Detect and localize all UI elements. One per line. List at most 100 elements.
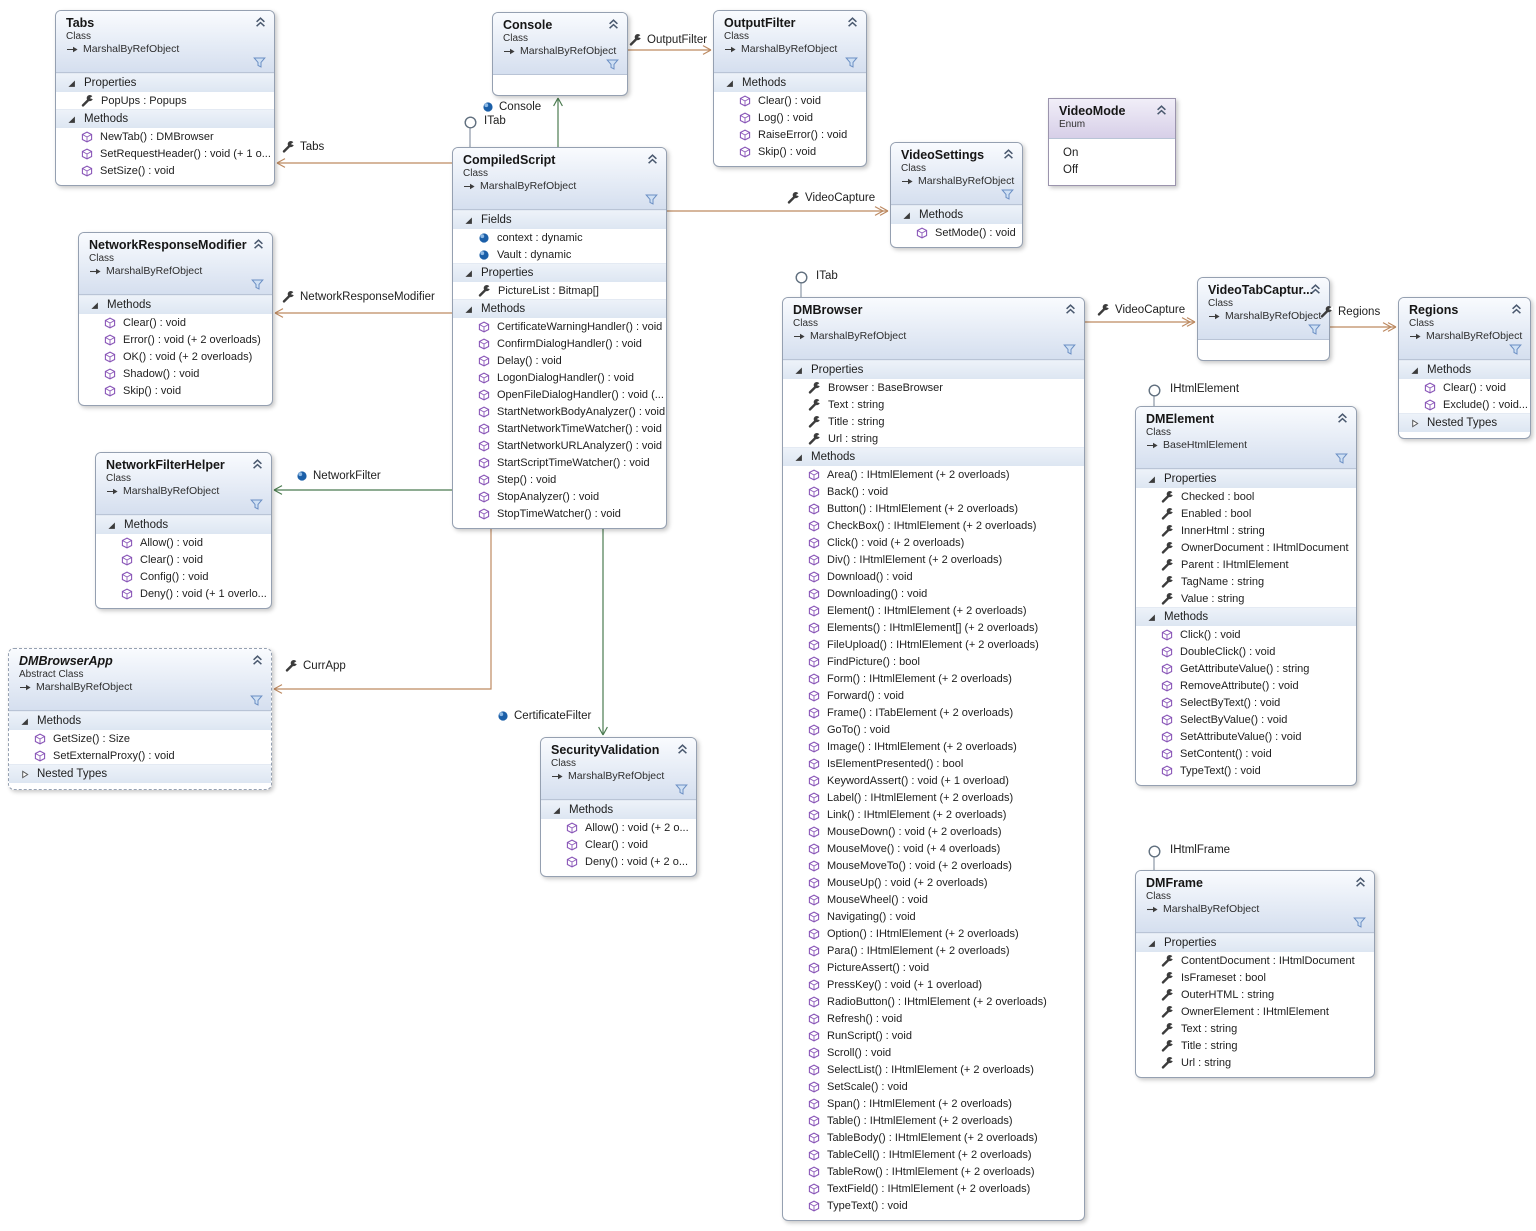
section-properties[interactable]: Properties xyxy=(783,360,1084,379)
member-row[interactable]: Deny() : void (+ 2 o... xyxy=(541,853,696,870)
interface-lollipop-icon[interactable] xyxy=(464,116,477,129)
member-row[interactable]: Elements() : IHtmlElement[] (+ 2 overloa… xyxy=(783,619,1084,636)
section-properties[interactable]: Properties xyxy=(1136,469,1356,488)
collapse-chevron-icon[interactable] xyxy=(1156,105,1167,116)
member-row[interactable]: PopUps : Popups xyxy=(56,92,274,109)
member-row[interactable]: TypeText() : void xyxy=(1136,762,1356,779)
filter-icon[interactable] xyxy=(253,57,266,69)
member-row[interactable]: MouseWheel() : void xyxy=(783,891,1084,908)
filter-icon[interactable] xyxy=(606,59,619,71)
member-row[interactable]: FindPicture() : bool xyxy=(783,653,1084,670)
interface-lollipop-icon[interactable] xyxy=(1148,845,1161,858)
enum-value[interactable]: On xyxy=(1063,147,1079,159)
section-methods[interactable]: Methods xyxy=(1399,360,1530,379)
member-row[interactable]: Link() : IHtmlElement (+ 2 overloads) xyxy=(783,806,1084,823)
arrowhead[interactable] xyxy=(702,45,712,55)
filter-icon[interactable] xyxy=(1001,189,1014,201)
member-row[interactable]: StartNetworkBodyAnalyzer() : void xyxy=(453,403,666,420)
member-row[interactable]: Form() : IHtmlElement (+ 2 overloads) xyxy=(783,670,1084,687)
member-row[interactable]: SelectByValue() : void xyxy=(1136,711,1356,728)
member-row[interactable]: SetSize() : void xyxy=(56,162,274,179)
filter-icon[interactable] xyxy=(645,194,658,206)
member-row[interactable]: Enabled : bool xyxy=(1136,505,1356,522)
interface-lollipop-icon[interactable] xyxy=(795,271,808,284)
member-row[interactable]: Config() : void xyxy=(96,568,271,585)
member-row[interactable]: TableCell() : IHtmlElement (+ 2 overload… xyxy=(783,1146,1084,1163)
filter-icon[interactable] xyxy=(675,784,688,796)
enum-value[interactable]: Off xyxy=(1063,164,1079,176)
member-row[interactable]: Value : string xyxy=(1136,590,1356,607)
member-row[interactable]: NewTab() : DMBrowser xyxy=(56,128,274,145)
collapse-chevron-icon[interactable] xyxy=(1065,304,1076,315)
member-row[interactable]: PictureList : Bitmap[] xyxy=(453,282,666,299)
filter-icon[interactable] xyxy=(1335,453,1348,465)
member-row[interactable]: Url : string xyxy=(783,430,1084,447)
member-row[interactable]: KeywordAssert() : void (+ 1 overload) xyxy=(783,772,1084,789)
filter-icon[interactable] xyxy=(1509,344,1522,356)
collapse-chevron-icon[interactable] xyxy=(1003,149,1014,160)
member-row[interactable]: MouseMove() : void (+ 4 overloads) xyxy=(783,840,1084,857)
member-row[interactable]: OuterHTML : string xyxy=(1136,986,1374,1003)
section-methods[interactable]: Methods xyxy=(783,447,1084,466)
arrowhead[interactable] xyxy=(276,158,286,168)
member-row[interactable]: OwnerDocument : IHtmlDocument xyxy=(1136,539,1356,556)
collapse-chevron-icon[interactable] xyxy=(1337,413,1348,424)
section-methods[interactable]: Methods xyxy=(9,711,271,730)
section-properties[interactable]: Properties xyxy=(1136,933,1374,952)
member-row[interactable]: InnerHtml : string xyxy=(1136,522,1356,539)
section-methods[interactable]: Methods xyxy=(714,73,866,92)
member-row[interactable]: Allow() : void xyxy=(96,534,271,551)
member-row[interactable]: Click() : void xyxy=(1136,626,1356,643)
arrowhead[interactable] xyxy=(1186,317,1196,327)
member-row[interactable]: SetRequestHeader() : void (+ 1 o... xyxy=(56,145,274,162)
member-row[interactable]: StartNetworkURLAnalyzer() : void xyxy=(453,437,666,454)
member-row[interactable]: ConfirmDialogHandler() : void xyxy=(453,335,666,352)
member-row[interactable]: Div() : IHtmlElement (+ 2 overloads) xyxy=(783,551,1084,568)
member-row[interactable]: Image() : IHtmlElement (+ 2 overloads) xyxy=(783,738,1084,755)
member-row[interactable]: RemoveAttribute() : void xyxy=(1136,677,1356,694)
member-row[interactable]: TagName : string xyxy=(1136,573,1356,590)
filter-icon[interactable] xyxy=(250,499,263,511)
section-methods[interactable]: Methods xyxy=(79,295,272,314)
member-row[interactable]: Download() : void xyxy=(783,568,1084,585)
member-row[interactable]: StartScriptTimeWatcher() : void xyxy=(453,454,666,471)
member-row[interactable]: TableRow() : IHtmlElement (+ 2 overloads… xyxy=(783,1163,1084,1180)
member-row[interactable]: Log() : void xyxy=(714,109,866,126)
member-row[interactable]: SetScale() : void xyxy=(783,1078,1084,1095)
connector-compiledscript-dmbrowserapp[interactable] xyxy=(274,527,492,690)
member-row[interactable]: RunScript() : void xyxy=(783,1027,1084,1044)
member-row[interactable]: Skip() : void xyxy=(714,143,866,160)
section-methods[interactable]: Methods xyxy=(453,299,666,318)
member-row[interactable]: SelectByText() : void xyxy=(1136,694,1356,711)
member-row[interactable]: StopTimeWatcher() : void xyxy=(453,505,666,522)
member-row[interactable]: Navigating() : void xyxy=(783,908,1084,925)
member-row[interactable]: MouseMoveTo() : void (+ 2 overloads) xyxy=(783,857,1084,874)
member-row[interactable]: TextField() : IHtmlElement (+ 2 overload… xyxy=(783,1180,1084,1197)
filter-icon[interactable] xyxy=(1063,344,1076,356)
member-row[interactable]: OpenFileDialogHandler() : void (... xyxy=(453,386,666,403)
member-row[interactable]: Vault : dynamic xyxy=(453,246,666,263)
filter-icon[interactable] xyxy=(845,57,858,69)
member-row[interactable]: LogonDialogHandler() : void xyxy=(453,369,666,386)
member-row[interactable]: MouseUp() : void (+ 2 overloads) xyxy=(783,874,1084,891)
member-row[interactable]: Scroll() : void xyxy=(783,1044,1084,1061)
arrowhead[interactable] xyxy=(1382,322,1392,332)
member-row[interactable]: Para() : IHtmlElement (+ 2 overloads) xyxy=(783,942,1084,959)
member-row[interactable]: Element() : IHtmlElement (+ 2 overloads) xyxy=(783,602,1084,619)
arrowhead[interactable] xyxy=(1387,322,1397,332)
arrowhead[interactable] xyxy=(1181,317,1191,327)
member-row[interactable]: Clear() : void xyxy=(541,836,696,853)
collapse-chevron-icon[interactable] xyxy=(252,655,263,666)
member-row[interactable]: ContentDocument : IHtmlDocument xyxy=(1136,952,1374,969)
member-row[interactable]: Delay() : void xyxy=(453,352,666,369)
member-row[interactable]: Area() : IHtmlElement (+ 2 overloads) xyxy=(783,466,1084,483)
member-row[interactable]: GetSize() : Size xyxy=(9,730,271,747)
member-row[interactable]: FileUpload() : IHtmlElement (+ 2 overloa… xyxy=(783,636,1084,653)
member-row[interactable]: Shadow() : void xyxy=(79,365,272,382)
member-row[interactable]: Step() : void xyxy=(453,471,666,488)
